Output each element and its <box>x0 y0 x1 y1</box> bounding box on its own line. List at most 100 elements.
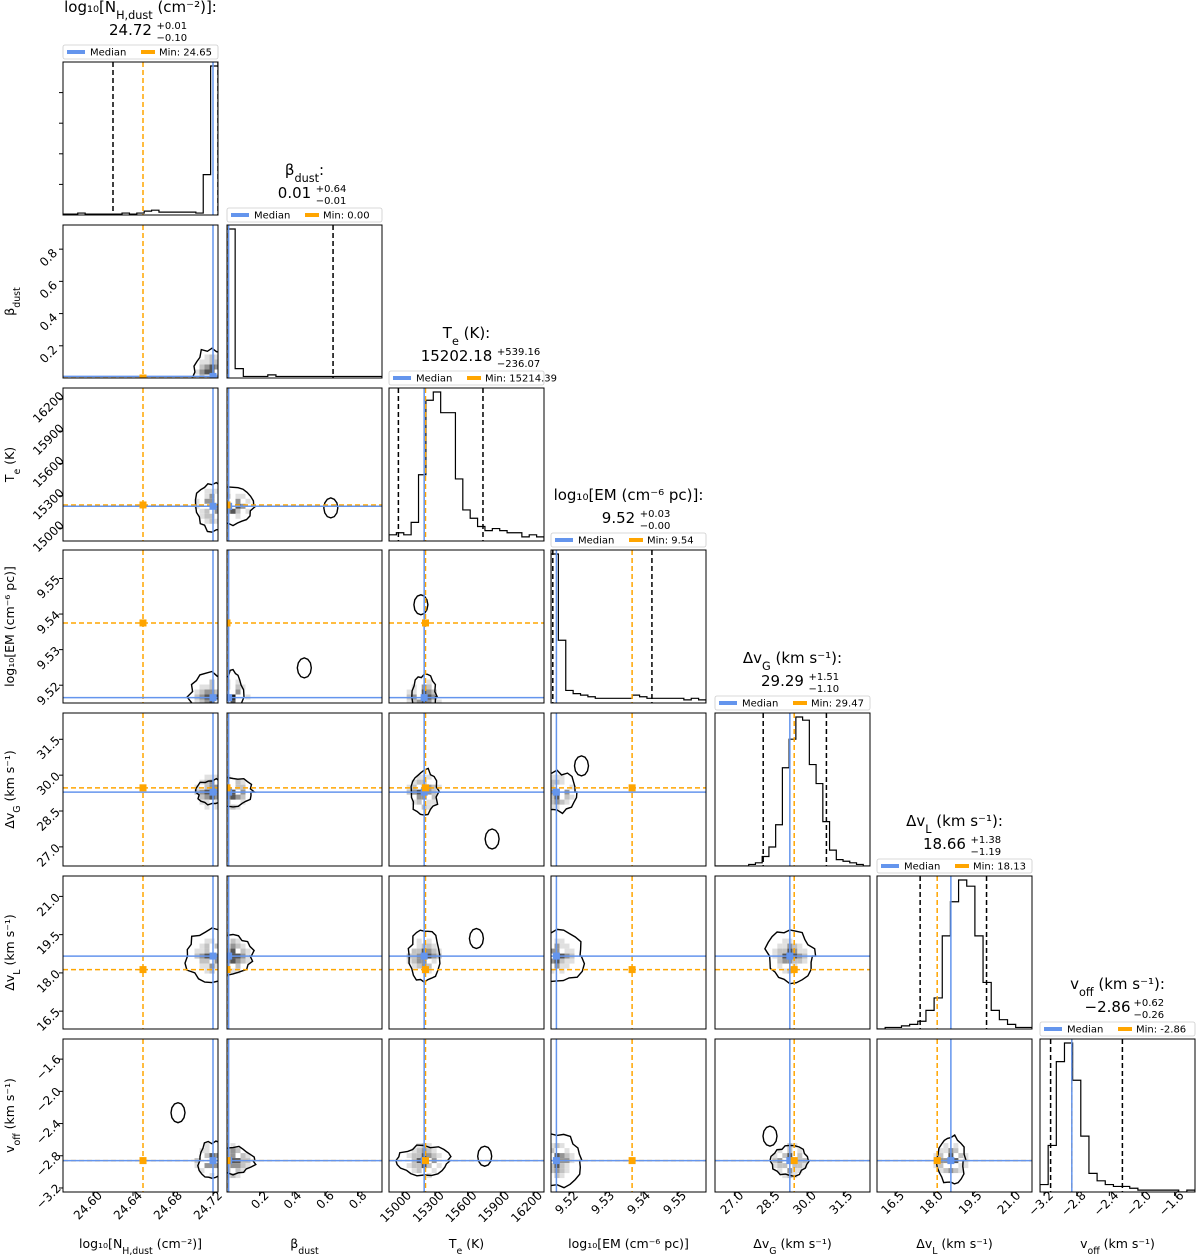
density-cell <box>236 705 241 710</box>
density-cell <box>245 1163 251 1169</box>
density-cell <box>235 1173 241 1179</box>
density-cell <box>220 514 225 519</box>
density-cell <box>204 699 210 703</box>
panel-title-value: 0.01 <box>278 184 311 202</box>
density-cell <box>204 1143 210 1149</box>
min-marker <box>422 619 430 627</box>
panel-title-err-minus: −1.10 <box>809 684 840 695</box>
panel-title-name: log₁₀[EM (cm⁻⁶ pc)]: <box>554 486 704 504</box>
legend-min-value: -2.86 <box>1160 1025 1186 1036</box>
density-cell <box>204 508 210 514</box>
legend-min-prefix: Min: <box>973 862 997 873</box>
density-cell <box>431 794 437 800</box>
median-marker <box>227 788 233 796</box>
density-cell <box>545 1153 550 1158</box>
density-cell <box>200 380 205 385</box>
density-cell <box>564 948 570 954</box>
density-cell <box>221 504 226 509</box>
median-marker <box>420 694 428 702</box>
density-cell <box>230 938 236 944</box>
density-cell <box>426 948 432 954</box>
ytick-label: 0.8 <box>37 246 60 269</box>
ytick-label: 0.4 <box>37 310 60 333</box>
x-axis-label: ΔvL (km s⁻¹) <box>916 1236 992 1257</box>
panel-title-err-plus: +1.51 <box>809 672 840 683</box>
density-cell <box>564 1168 570 1174</box>
density-cell <box>559 938 565 944</box>
density-cell <box>426 689 432 695</box>
density-cell <box>963 1163 969 1169</box>
panel-frame <box>714 875 871 1030</box>
density-cell <box>564 963 570 969</box>
density-cell <box>214 488 218 494</box>
panel-dvL-Te <box>388 875 545 1030</box>
density-cell <box>411 1153 417 1159</box>
density-cell <box>205 710 210 715</box>
density-cell <box>938 1163 944 1169</box>
density-cell <box>235 679 241 685</box>
density-cell <box>426 799 432 805</box>
density-cell <box>411 963 417 969</box>
density-cell <box>235 493 241 499</box>
panel-dvL-EM <box>550 875 707 1030</box>
density-cell <box>199 684 205 690</box>
density-cell <box>205 705 210 710</box>
density-cell <box>426 943 432 949</box>
min-marker <box>139 501 147 509</box>
density-cell <box>209 493 215 499</box>
xtick-label: −2.0 <box>1123 1188 1154 1219</box>
density-cell <box>205 385 210 390</box>
density-cell <box>431 1153 437 1159</box>
panel-frame <box>714 712 871 867</box>
density-cell <box>551 1143 555 1149</box>
density-cell <box>214 1163 218 1169</box>
density-cell <box>431 784 437 790</box>
density-cell <box>220 375 225 380</box>
density-cell <box>426 1153 432 1159</box>
density-cell <box>777 943 783 949</box>
density-cell <box>551 794 555 800</box>
density-cell <box>215 710 220 715</box>
density-cell <box>214 364 218 370</box>
density-cell <box>426 1148 432 1154</box>
contour <box>395 1144 453 1177</box>
density-cell <box>209 938 215 944</box>
y-axis-label: voff (km s⁻¹) <box>2 1078 23 1153</box>
panel-frame <box>550 712 707 867</box>
density-cell <box>210 380 215 385</box>
density-cell <box>564 943 570 949</box>
panel-frame <box>550 549 707 704</box>
density-cell <box>551 774 555 780</box>
legend-min-value: 24.65 <box>183 48 212 59</box>
panel-title-err-minus: −0.00 <box>640 521 671 532</box>
y-axis-label: ΔvG (km s⁻¹) <box>2 750 23 828</box>
density-cell <box>214 518 218 524</box>
xtick-label: 16.5 <box>878 1188 907 1217</box>
density-cell <box>240 1163 246 1169</box>
density-cell <box>214 799 218 805</box>
legend-box <box>1039 1021 1196 1037</box>
density-cell <box>204 799 210 805</box>
density-cell <box>432 705 437 710</box>
density-cell <box>772 1163 778 1169</box>
density-cell <box>411 958 417 964</box>
density-cell <box>209 968 215 974</box>
density-cell <box>235 684 241 690</box>
density-cell <box>426 699 432 703</box>
density-cell <box>943 1148 949 1154</box>
legend-median-label: Median <box>742 699 778 710</box>
density-cell <box>411 948 417 954</box>
density-cell <box>545 1158 550 1163</box>
density-cell <box>416 958 422 964</box>
density-cell <box>209 359 215 365</box>
legend-box <box>62 44 219 60</box>
density-cell <box>199 513 205 519</box>
density-cell <box>214 963 218 969</box>
panel-dvL-beta_dust <box>226 875 383 1030</box>
density-cell <box>199 943 205 949</box>
